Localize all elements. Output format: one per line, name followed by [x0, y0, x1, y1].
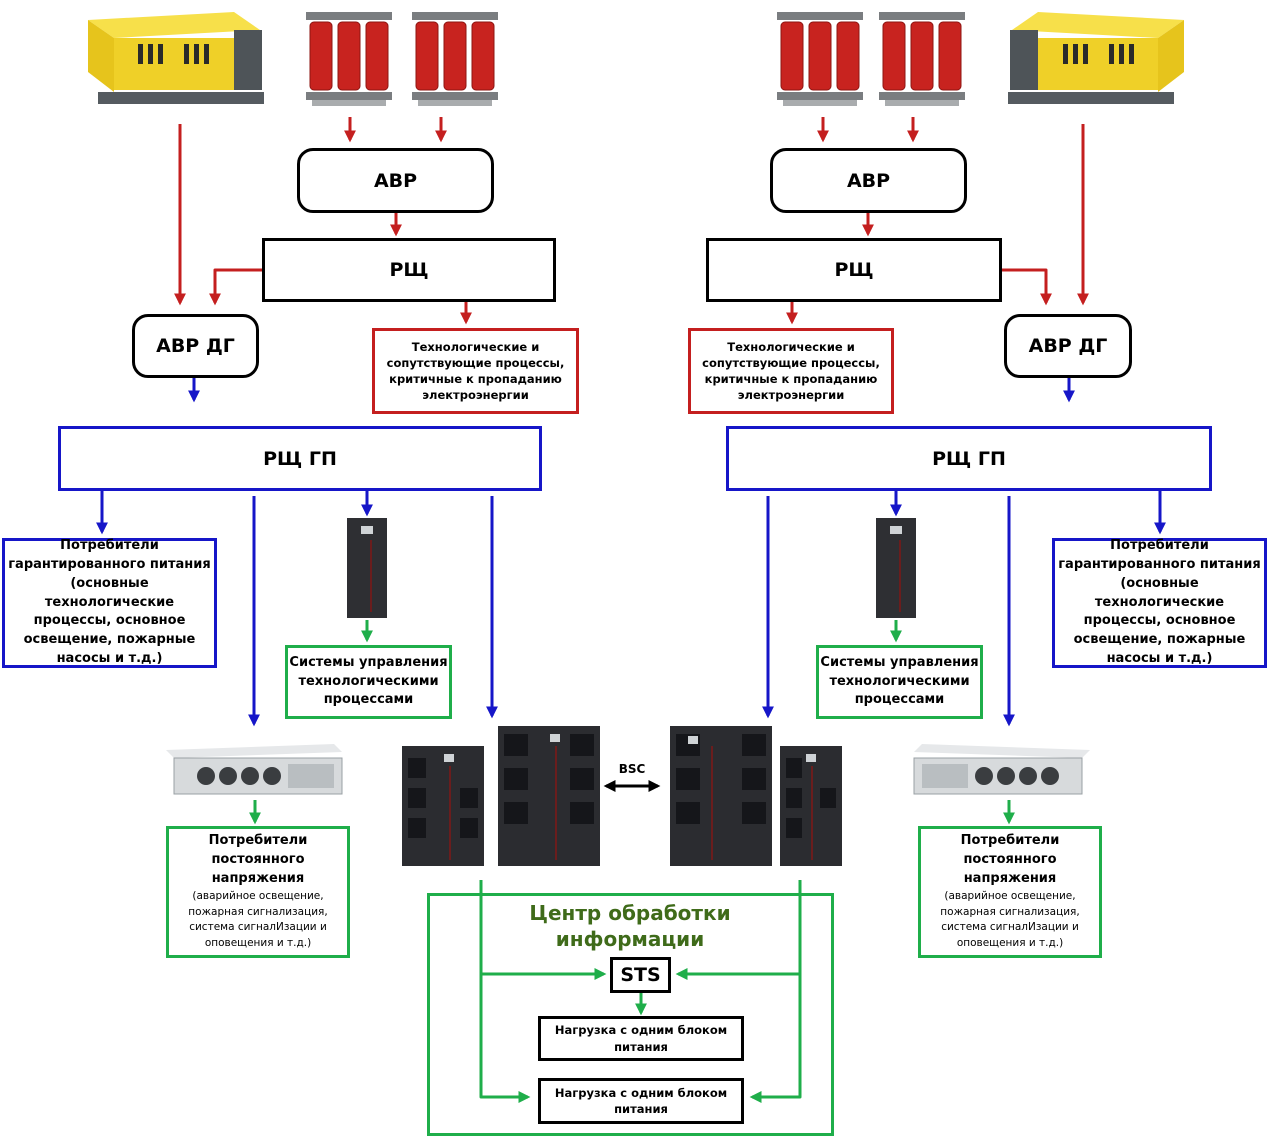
- data-center-frame: [427, 893, 834, 1136]
- data-center-title: Центр обработки информации: [529, 901, 731, 951]
- dc-rectifier-rack-icon: [913, 744, 1090, 795]
- rsh-gp-box-right: РЩ ГП: [726, 426, 1212, 491]
- ups-cabinet-icon: [347, 518, 387, 618]
- dry-transformer-icon: [777, 12, 863, 106]
- dry-transformer-icon: [306, 12, 392, 106]
- diesel-generator-icon: [88, 12, 264, 104]
- rsh-box-right: РЩ: [706, 238, 1002, 302]
- rsh-gp-box-left: РЩ ГП: [58, 426, 542, 491]
- dc-consumers-title: Потребители постоянного напряжения: [208, 833, 308, 886]
- guaranteed-consumers-box-right: Потребители гарантированного питания (ос…: [1052, 538, 1267, 668]
- critical-processes-box-right: Технологические и сопутствующие процессы…: [688, 328, 894, 414]
- ups-cabinet-icon: [402, 746, 484, 866]
- control-systems-box-left: Системы управления технологическими проц…: [285, 645, 452, 719]
- ups-cabinet-icon: [876, 518, 916, 618]
- dc-consumers-note: (аварийное освещение, пожарная сигнализа…: [940, 889, 1080, 950]
- dry-transformer-icon: [412, 12, 498, 106]
- dry-transformer-icon: [879, 12, 965, 106]
- avr-box-left: АВР: [297, 148, 494, 213]
- ups-cabinet-icon: [498, 726, 600, 866]
- critical-processes-box-left: Технологические и сопутствующие процессы…: [372, 328, 579, 414]
- avr-box-right: АВР: [770, 148, 967, 213]
- single-psu-load-box-2: Нагрузка с одним блоком питания: [538, 1078, 744, 1124]
- dc-consumers-box-left: Потребители постоянного напряжения (авар…: [166, 826, 350, 958]
- dc-consumers-box-right: Потребители постоянного напряжения (авар…: [918, 826, 1102, 958]
- diesel-generator-icon: [1008, 12, 1184, 104]
- rsh-box-left: РЩ: [262, 238, 556, 302]
- ups-cabinet-icon: [780, 746, 842, 866]
- guaranteed-consumers-box-left: Потребители гарантированного питания (ос…: [2, 538, 217, 668]
- sts-box: STS: [610, 957, 671, 993]
- dc-consumers-title: Потребители постоянного напряжения: [960, 833, 1060, 886]
- avr-dg-box-right: АВР ДГ: [1004, 314, 1132, 378]
- avr-dg-box-left: АВР ДГ: [132, 314, 259, 378]
- dc-rectifier-rack-icon: [166, 744, 343, 795]
- ups-cabinet-icon: [670, 726, 772, 866]
- dc-consumers-note: (аварийное освещение, пожарная сигнализа…: [188, 889, 328, 950]
- bsc-label: BSC: [618, 762, 646, 776]
- control-systems-box-right: Системы управления технологическими проц…: [816, 645, 983, 719]
- single-psu-load-box-1: Нагрузка с одним блоком питания: [538, 1016, 744, 1061]
